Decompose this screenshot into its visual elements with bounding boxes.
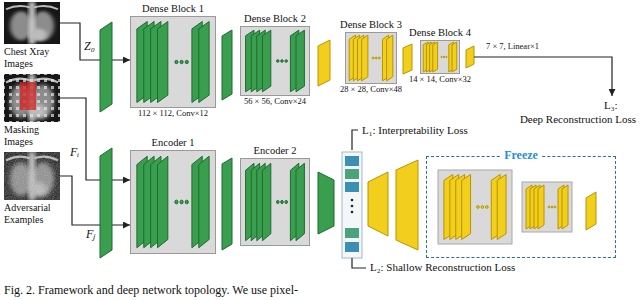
- input-image-node: Masking Images: [4, 74, 60, 147]
- feature-map: [345, 156, 359, 166]
- xray-image: [4, 2, 60, 44]
- adversarial-image: [4, 152, 60, 200]
- conv-layer: [100, 22, 112, 112]
- loss-label: L₂: Shallow Reconstruction Loss: [370, 261, 515, 274]
- block-heading: Dense Block 3: [340, 19, 402, 31]
- loss-label: L₃:: [604, 99, 618, 112]
- adversarial-noise: [4, 152, 60, 200]
- loss-label: Deep Reconstruction Loss: [520, 113, 636, 126]
- block-ground: [240, 26, 310, 96]
- input-connector: [60, 23, 130, 60]
- encoder-block: Encoder 1: [130, 150, 216, 254]
- feature-column: [342, 152, 362, 258]
- feature-map: [345, 169, 359, 179]
- dense-block: Dense Block 328 × 28, Conv×48: [345, 32, 397, 84]
- frozen-block: [438, 170, 512, 244]
- input-symbol: Fⱼ: [86, 228, 95, 242]
- frozen-output-layer: [586, 192, 596, 230]
- freeze-region: Freeze: [426, 156, 616, 258]
- block-spec: 56 × 56, Conv×24: [244, 97, 306, 107]
- dense-layers: [246, 30, 305, 92]
- image-caption: Masking Images: [4, 124, 60, 147]
- block-heading: Dense Block 2: [244, 13, 306, 25]
- block-ground: [420, 40, 460, 74]
- conv-layer: [100, 148, 112, 258]
- loss-leader: [352, 130, 358, 150]
- block-heading: Encoder 1: [152, 137, 195, 149]
- frozen-layers: [526, 185, 568, 229]
- transition-layer: [318, 40, 330, 86]
- ellipsis-dot: [351, 211, 354, 214]
- block-heading: Dense Block 1: [142, 3, 204, 15]
- encoder-layers: [137, 156, 209, 248]
- block-heading: Encoder 2: [254, 145, 297, 157]
- figure-caption: Fig. 2. Framework and deep network topol…: [4, 283, 298, 298]
- block-spec: 28 × 28, Conv×48: [340, 85, 402, 95]
- block-spec: 112 × 112, Conv×12: [138, 109, 208, 119]
- input-image-node: Chest Xray Images: [4, 2, 60, 69]
- loss-leader: [352, 258, 366, 268]
- masked-image: [4, 74, 60, 122]
- block-ground: [130, 16, 216, 108]
- loss-arrow: [474, 57, 612, 96]
- block-spec: 14 × 14, Conv×32: [409, 75, 471, 85]
- ellipsis-dot: [351, 199, 354, 202]
- image-caption: Chest Xray Images: [4, 46, 60, 69]
- frozen-block: [522, 182, 572, 232]
- input-image-node: Adversarial Examples: [4, 152, 60, 225]
- dense-layers: [349, 35, 393, 81]
- block-ground: [130, 150, 216, 254]
- layer-size-label: 7 × 7, Linear×1: [486, 42, 539, 52]
- dense-layers: [423, 42, 457, 72]
- input-connector: [60, 98, 130, 180]
- dense-layers: [137, 22, 209, 103]
- region-label: Freeze: [501, 149, 541, 163]
- dense-block: Dense Block 256 × 56, Conv×24: [240, 26, 310, 96]
- input-symbol: Z₀: [84, 40, 95, 54]
- feature-map: [345, 182, 359, 192]
- transition-layer: [403, 44, 412, 74]
- encoder-block: Encoder 2: [240, 158, 310, 246]
- loss-label: L₁: Interpretability Loss: [362, 124, 468, 137]
- ellipsis-dot: [351, 205, 354, 208]
- image-caption: Adversarial Examples: [4, 202, 60, 225]
- decoder-layer: [368, 172, 388, 236]
- block-heading: Dense Block 4: [409, 27, 471, 39]
- block-ground: [345, 32, 397, 84]
- decoder-layer: [396, 160, 418, 250]
- block-ground: [240, 158, 310, 246]
- mask-grid: [4, 74, 60, 122]
- feature-map: [345, 242, 359, 252]
- dense-block: Dense Block 1112 × 112, Conv×12: [130, 16, 216, 108]
- mask-region: [20, 82, 36, 110]
- encoder-layers: [246, 163, 305, 240]
- linear-layer: [466, 46, 474, 68]
- bottleneck-layer: [318, 172, 334, 234]
- transition-layer: [222, 158, 232, 250]
- dense-block: Dense Block 414 × 14, Conv×32: [420, 40, 460, 74]
- frozen-layers: [444, 174, 506, 239]
- transition-layer: [222, 30, 232, 100]
- input-connector: [60, 176, 130, 225]
- input-symbol: Fᵢ: [70, 146, 79, 160]
- feature-map: [345, 228, 359, 238]
